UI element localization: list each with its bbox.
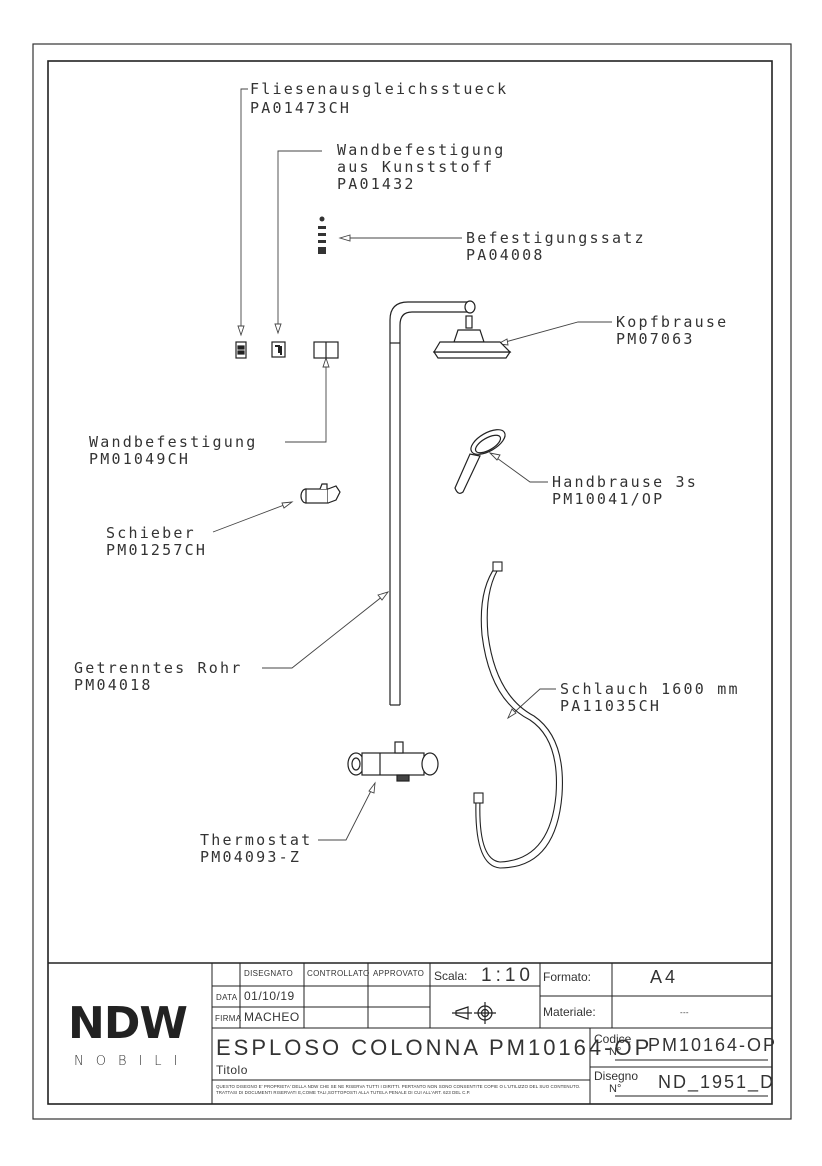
scala-label: Scala:	[434, 969, 468, 983]
kunststoff-part	[271, 341, 286, 358]
thermostat-part	[347, 741, 439, 782]
rohr-part	[389, 300, 476, 706]
codice-label: Codice	[594, 1032, 632, 1046]
disegnato-header: DISEGNATO	[244, 969, 294, 978]
leader-kopfbrause	[497, 321, 612, 345]
label-fliesenausgleich-name: Fliesenausgleichsstueck	[250, 80, 509, 98]
label-fliesenausgleich-code: PA01473CH	[250, 99, 352, 117]
handbrause-part	[454, 429, 506, 494]
inner-frame	[47, 60, 773, 1105]
label-schlauch-code: PA11035CH	[560, 697, 662, 715]
leader-wandbefestigung-kunststoff	[277, 150, 322, 333]
label-wandbefestigung-name: Wandbefestigung	[89, 433, 258, 451]
materiale-label: Materiale:	[543, 1005, 596, 1019]
formato-value: A4	[650, 967, 679, 987]
label-schieber-code: PM01257CH	[106, 541, 208, 559]
firma-value: MACHEO	[244, 1010, 300, 1024]
label-schieber-name: Schieber	[106, 524, 196, 542]
title-block-grid	[48, 962, 772, 1104]
disegno-value: ND_1951_D	[658, 1072, 776, 1092]
titolo-label: Titolo	[216, 1063, 248, 1077]
label-rohr-code: PM04018	[74, 676, 153, 694]
ownership-notice: QUESTO DISEGNO E' PROPRIETA' DELLA NDW C…	[216, 1084, 581, 1095]
leader-getrenntes-rohr	[262, 591, 389, 669]
approvato-header: APPROVATO	[373, 969, 425, 978]
schieber-part	[300, 483, 341, 504]
wandbefestigung-part	[313, 341, 339, 359]
brand-subtitle: NOBILI	[74, 1054, 190, 1069]
leader-schlauch	[507, 688, 556, 719]
brand-logo: NDW	[68, 998, 188, 1049]
label-kopfbrause-name: Kopfbrause	[616, 313, 729, 331]
schlauch-part	[473, 561, 563, 869]
label-thermostat-code: PM04093-Z	[200, 848, 302, 866]
titolo-main: ESPLOSO COLONNA PM10164-OP	[216, 1035, 653, 1060]
outer-frame	[32, 43, 792, 1120]
projection-symbol	[452, 1002, 496, 1024]
label-schlauch-name: Schlauch 1600 mm	[560, 680, 740, 698]
leader-handbrause	[489, 452, 548, 483]
disegno-label: Disegno	[594, 1069, 639, 1083]
formato-label: Formato:	[543, 970, 592, 984]
label-wandbefestigung-code: PM01049CH	[89, 450, 191, 468]
leader-fliesenausgleich	[240, 88, 248, 335]
fliesenausgleich-part	[235, 341, 247, 359]
data-label: DATA	[216, 993, 238, 1002]
materiale-value: ---	[680, 1008, 689, 1017]
firma-label: FIRMA	[215, 1014, 242, 1023]
label-kunststoff-code: PA01432	[337, 175, 416, 193]
label-kopfbrause-code: PM07063	[616, 330, 695, 348]
label-handbrause-name: Handbrause 3s	[552, 473, 698, 491]
label-befestigungssatz-name: Befestigungssatz	[466, 229, 646, 247]
codice-value: PM10164-OP	[648, 1035, 778, 1055]
leader-schieber	[212, 501, 293, 533]
label-befestigungssatz-code: PA04008	[466, 246, 545, 264]
scala-value: 1:10	[481, 965, 534, 986]
label-kunststoff-name2: aus Kunststoff	[337, 158, 495, 176]
label-handbrause-code: PM10041/OP	[552, 490, 665, 508]
leader-wandbefestigung	[285, 358, 327, 443]
codice-n: N°	[609, 1046, 622, 1058]
label-rohr-name: Getrenntes Rohr	[74, 659, 243, 677]
controllato-header: CONTROLLATO	[307, 969, 370, 978]
kopfbrause-part	[432, 315, 512, 359]
label-kunststoff-name1: Wandbefestigung	[337, 141, 506, 159]
label-thermostat-name: Thermostat	[200, 831, 313, 849]
befestigungssatz-part	[318, 216, 326, 254]
leader-thermostat	[318, 782, 376, 841]
disegno-n: N°	[609, 1083, 622, 1095]
data-value: 01/10/19	[244, 989, 295, 1003]
